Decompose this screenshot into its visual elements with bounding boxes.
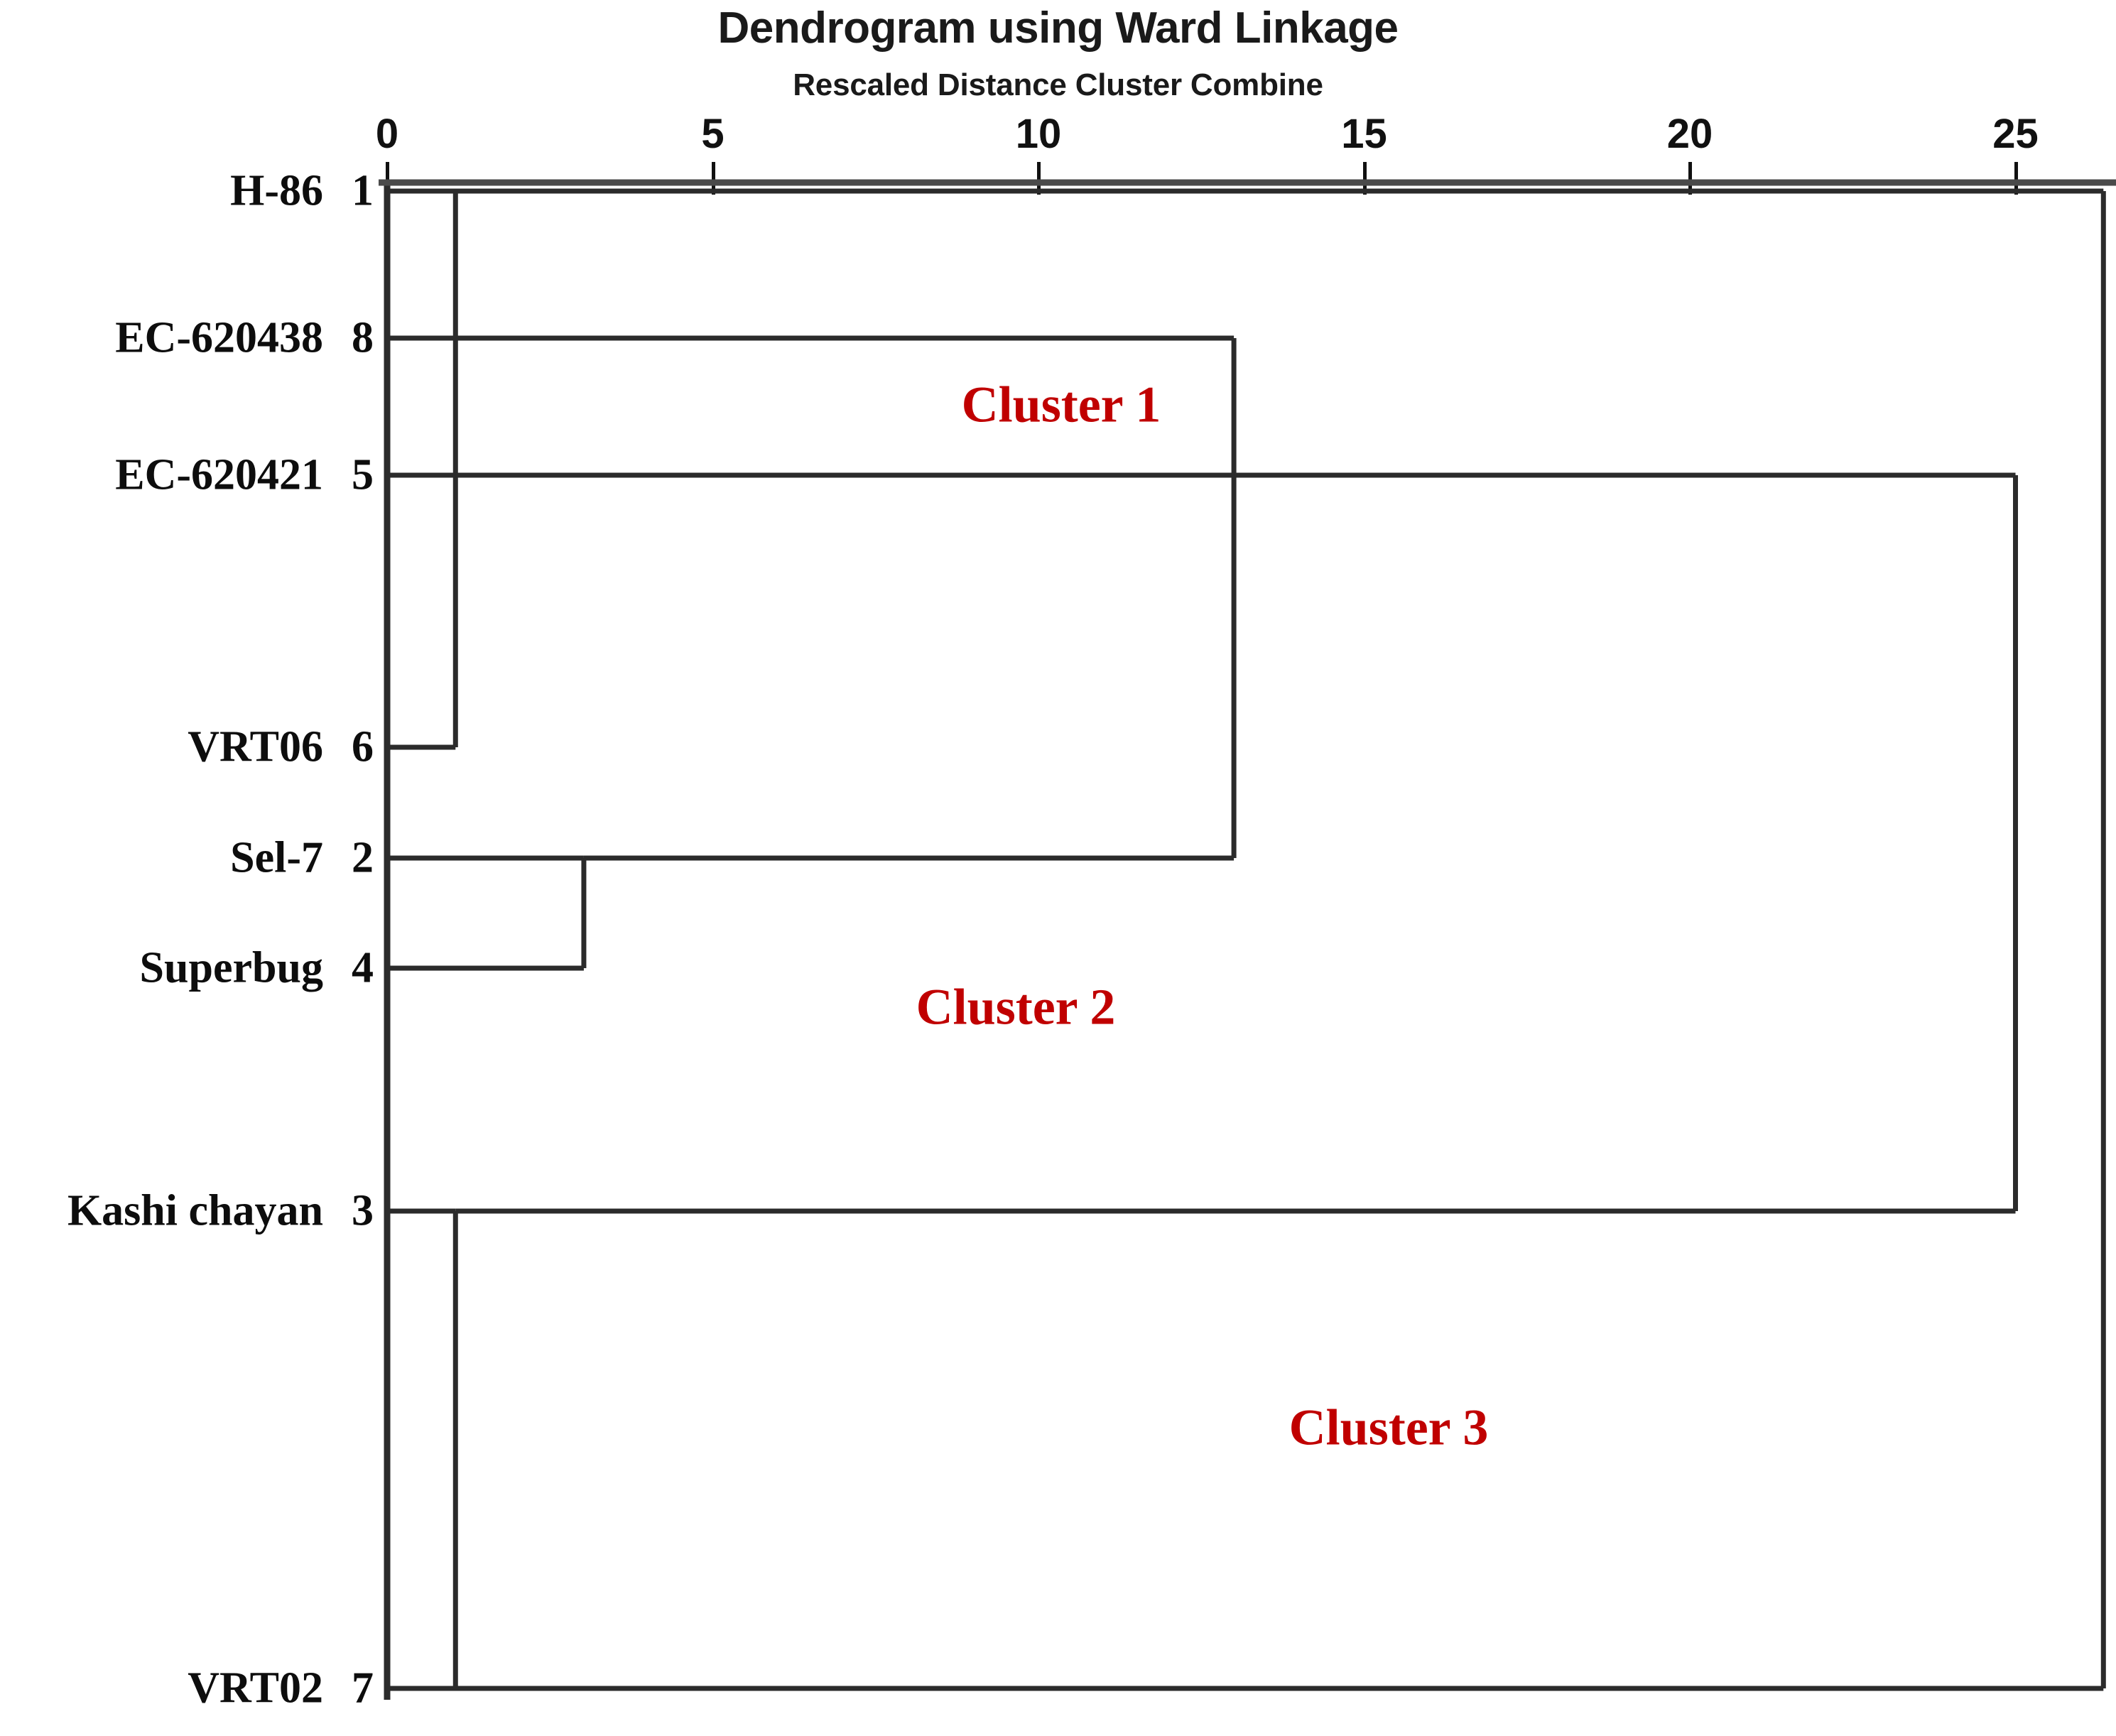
axis-tick-label-15: 15 [1341, 111, 1387, 157]
axis-tick-mark-25 [2014, 162, 2018, 195]
leaf-case-number-3: 3 [352, 1186, 374, 1235]
cluster-3-annotation: Cluster 3 [1288, 1399, 1489, 1456]
leaf-label-kashi-chayan: Kashi chayan [67, 1186, 323, 1235]
axis-tick-mark-5 [711, 162, 715, 195]
leaf-case-number-8: 8 [352, 313, 374, 362]
axis-tick-label-0: 0 [375, 111, 399, 157]
page-title: Dendrogram using Ward Linkage [717, 4, 1399, 53]
axis-tick-label-25: 25 [1992, 111, 2039, 157]
axis-tick-mark-0 [386, 162, 389, 195]
cluster-1-annotation: Cluster 1 [961, 376, 1161, 433]
leaf-case-number-6: 6 [352, 722, 374, 771]
axis-tick-label-20: 20 [1666, 111, 1713, 157]
leaf-case-number-1: 1 [352, 166, 374, 215]
cluster-2-annotation: Cluster 2 [916, 978, 1116, 1036]
leaf-label-superbug: Superbug [139, 943, 323, 992]
axis-tick-mark-10 [1037, 162, 1041, 195]
axis-tick-label-5: 5 [701, 111, 725, 157]
chart-subtitle: Rescaled Distance Cluster Combine [793, 67, 1323, 102]
leaf-case-number-4: 4 [352, 943, 374, 992]
leaf-label-vrt02: VRT02 [188, 1664, 323, 1713]
leaf-label-sel-7: Sel-7 [230, 833, 323, 882]
leaf-label-ec-620438: EC-620438 [115, 313, 323, 362]
leaf-case-number-2: 2 [352, 833, 374, 882]
axis-tick-label-10: 10 [1015, 111, 1062, 157]
leaf-label-ec-620421: EC-620421 [115, 450, 323, 499]
leaf-label-h-86: H-86 [230, 166, 323, 215]
leaf-case-number-7: 7 [352, 1664, 374, 1713]
leaf-case-number-5: 5 [352, 450, 374, 499]
axis-tick-mark-20 [1688, 162, 1692, 195]
leaf-label-vrt06: VRT06 [188, 722, 323, 771]
axis-tick-mark-15 [1362, 162, 1367, 195]
